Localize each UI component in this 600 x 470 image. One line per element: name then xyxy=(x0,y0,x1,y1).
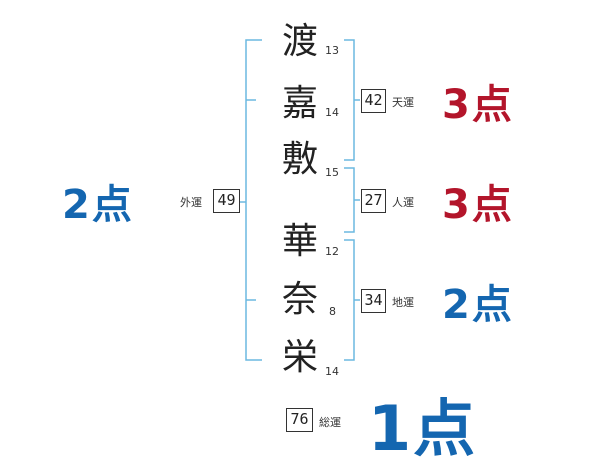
chikaku-label: 地運 xyxy=(392,296,414,309)
tenkaku-score: 3点 xyxy=(442,82,514,128)
soukaku-score: 1点 xyxy=(368,392,478,465)
chikaku-bracket-line xyxy=(344,239,355,361)
tenkaku-bracket-line xyxy=(344,39,355,161)
jinkaku-score: 3点 xyxy=(442,182,514,228)
name-char-2: 嘉 xyxy=(281,83,318,124)
name-char-5-strokes: 8 xyxy=(329,305,336,318)
outer-bracket-line xyxy=(245,39,262,361)
gaikaku-label: 外運 xyxy=(180,196,202,209)
tenkaku-value-box: 42 xyxy=(361,89,386,113)
name-char-1: 渡 xyxy=(281,21,318,62)
name-char-5: 奈 xyxy=(281,279,318,320)
name-char-2-strokes: 14 xyxy=(325,106,339,119)
soukaku-label: 総運 xyxy=(319,416,341,429)
chikaku-score: 2点 xyxy=(442,282,514,328)
name-char-1-strokes: 13 xyxy=(325,44,339,57)
jinkaku-value-box: 27 xyxy=(361,189,386,213)
name-char-6: 栄 xyxy=(281,337,318,378)
jinkaku-label: 人運 xyxy=(392,196,414,209)
tenkaku-label: 天運 xyxy=(392,96,414,109)
name-char-3: 敷 xyxy=(281,139,318,180)
gaikaku-value-box: 49 xyxy=(213,189,240,213)
jinkaku-bracket-line xyxy=(344,167,355,233)
name-char-4: 華 xyxy=(281,221,318,262)
name-char-4-strokes: 12 xyxy=(325,245,339,258)
name-char-3-strokes: 15 xyxy=(325,166,339,179)
soukaku-value-box: 76 xyxy=(286,408,313,432)
chikaku-value-box: 34 xyxy=(361,289,386,313)
name-char-6-strokes: 14 xyxy=(325,365,339,378)
gaikaku-score: 2点 xyxy=(62,182,134,228)
